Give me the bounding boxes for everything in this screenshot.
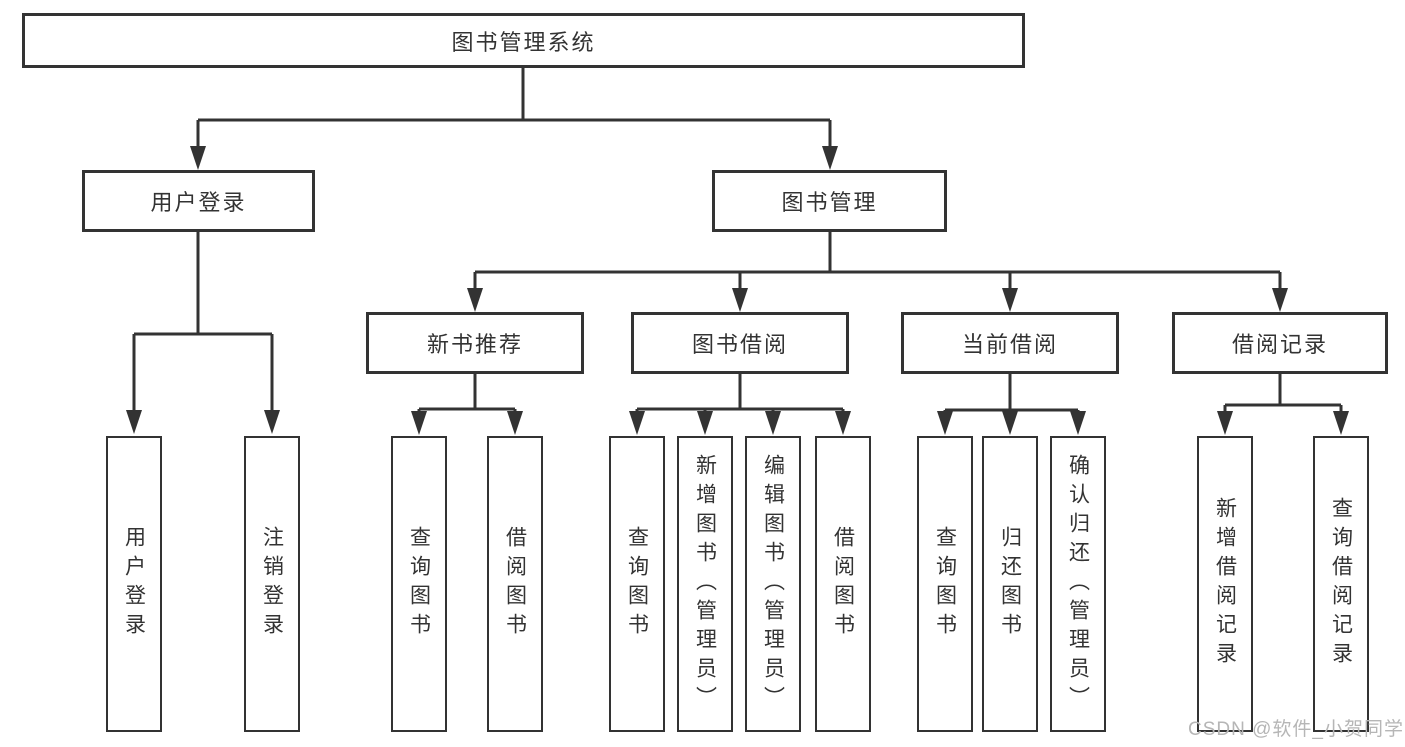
leaf-query-borrow-record: 查询借阅记录 xyxy=(1313,436,1369,732)
leaf-query-books: 查询图书 xyxy=(917,436,973,732)
leaf-query-books: 查询图书 xyxy=(609,436,665,732)
connector-root-to-level2 xyxy=(190,68,838,170)
node-book-management: 图书管理 xyxy=(712,170,947,232)
connector-user-login-children xyxy=(126,232,280,434)
connector-borrow-record-children xyxy=(1217,374,1349,435)
leaf-logout: 注销登录 xyxy=(244,436,300,732)
connector-book-borrow-children xyxy=(629,374,851,435)
leaf-return-books: 归还图书 xyxy=(982,436,1038,732)
node-current-borrowing: 当前借阅 xyxy=(901,312,1119,374)
leaf-query-books: 查询图书 xyxy=(391,436,447,732)
leaf-add-borrow-record: 新增借阅记录 xyxy=(1197,436,1253,732)
node-book-borrowing: 图书借阅 xyxy=(631,312,849,374)
node-root-system: 图书管理系统 xyxy=(22,13,1025,68)
leaf-confirm-return-admin: 确认归还（管理员） xyxy=(1050,436,1106,732)
watermark: CSDN @软件_小贺同学 xyxy=(1188,719,1404,740)
leaf-borrow-books: 借阅图书 xyxy=(487,436,543,732)
node-user-login: 用户登录 xyxy=(82,170,315,232)
leaf-edit-books-admin: 编辑图书（管理员） xyxy=(745,436,801,732)
connector-book-mgmt-to-level3 xyxy=(467,232,1288,312)
connector-new-book-children xyxy=(411,374,523,435)
leaf-add-books-admin: 新增图书（管理员） xyxy=(677,436,733,732)
leaf-user-login: 用户登录 xyxy=(106,436,162,732)
node-new-book-recommend: 新书推荐 xyxy=(366,312,584,374)
node-borrowing-records: 借阅记录 xyxy=(1172,312,1388,374)
connector-current-borrow-children xyxy=(937,374,1086,435)
leaf-borrow-books: 借阅图书 xyxy=(815,436,871,732)
